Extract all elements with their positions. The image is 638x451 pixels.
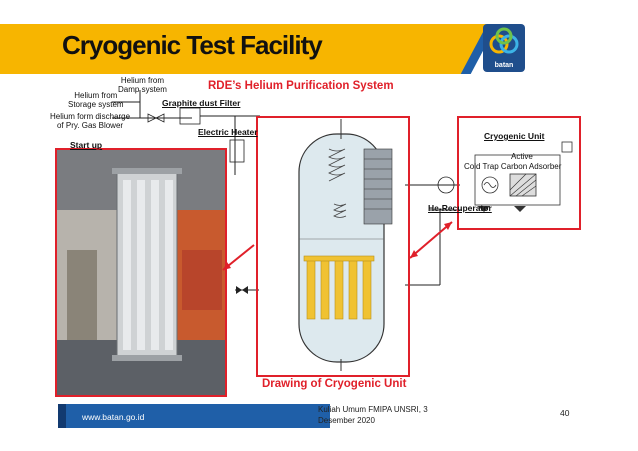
label-active: Active xyxy=(511,152,533,161)
label-helium-damp: Helium from Damp system xyxy=(118,76,167,94)
photo-image xyxy=(57,150,225,395)
footer-event: Kuliah Umum FMIPA UNSRI, 3 Desember 2020 xyxy=(318,404,428,426)
footer-accent xyxy=(58,404,66,428)
footer-url: www.batan.go.id xyxy=(82,412,145,422)
logo-label: batan xyxy=(494,62,514,69)
page-number: 40 xyxy=(560,408,570,418)
label-electric-heater: Electric Heater xyxy=(198,127,258,137)
label-cryogenic-unit: Cryogenic Unit xyxy=(484,131,545,141)
footer-event-line2: Desember 2020 xyxy=(318,416,375,425)
batan-logo xyxy=(483,24,525,72)
footer-band xyxy=(60,404,330,428)
label-graphite-filter: Graphite dust Filter xyxy=(162,98,241,108)
cryogenic-drawing-frame xyxy=(256,116,410,377)
batan-logo-icon xyxy=(489,27,519,54)
label-helium-blower: Helium form discharge of Pry. Gas Blower xyxy=(50,112,131,130)
cryogenic-unit-drawing xyxy=(259,119,405,371)
section-title: RDE’s Helium Purification System xyxy=(208,80,394,92)
label-start-up: Start up xyxy=(70,140,103,150)
footer-event-line1: Kuliah Umum FMIPA UNSRI, 3 xyxy=(318,405,428,414)
label-cold-trap: Cold Trap Carbon Adsorber xyxy=(464,162,562,171)
label-he-recuperator: He-Recuperator xyxy=(428,203,492,213)
cryogenic-unit-photo xyxy=(55,148,227,397)
drawing-caption: Drawing of Cryogenic Unit xyxy=(262,378,407,390)
label-helium-storage: Helium from Storage system xyxy=(68,91,124,109)
cryogenic-unit-frame xyxy=(457,116,581,230)
slide-title: Cryogenic Test Facility xyxy=(62,30,323,60)
